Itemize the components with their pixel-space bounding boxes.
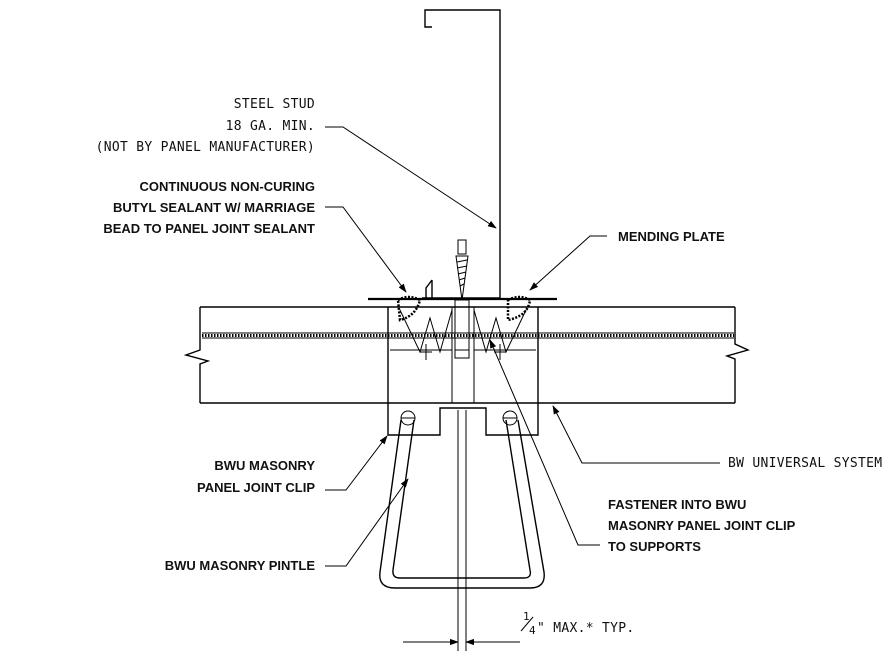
label-butyl: CONTINUOUS NON-CURING BUTYL SEALANT W/ M…: [103, 179, 315, 236]
label-butyl-line3: BEAD TO PANEL JOINT SEALANT: [103, 221, 315, 236]
label-panel: BW UNIVERSAL SYSTEM PANEL: [728, 456, 890, 471]
label-mending-plate: MENDING PLATE: [618, 229, 725, 244]
dim-text: " MAX.* TYP.: [537, 621, 635, 636]
label-clip-line1: BWU MASONRY: [214, 458, 315, 473]
label-dimension: 1 4 " MAX.* TYP.: [520, 610, 635, 637]
steel-stud: [422, 9, 501, 299]
label-butyl-line1: CONTINUOUS NON-CURING: [140, 179, 316, 194]
joint-cavity: [387, 307, 539, 403]
butyl-sealant-bead: [396, 295, 532, 322]
label-fastener-line2: MASONRY PANEL JOINT CLIP: [608, 518, 796, 533]
screw: [454, 239, 470, 359]
leader-lines: [325, 126, 720, 567]
dim-fraction-numerator: 1: [523, 610, 530, 623]
label-clip: BWU MASONRY PANEL JOINT CLIP: [197, 458, 315, 495]
panel-joint-sealant: [202, 332, 734, 339]
dim-fraction-denominator: 4: [529, 624, 536, 637]
panel-joint-clip: [387, 403, 539, 436]
label-butyl-line2: BUTYL SEALANT W/ MARRIAGE: [113, 200, 315, 215]
label-fastener-line3: TO SUPPORTS: [608, 539, 701, 554]
masonry-pintle: [379, 419, 545, 589]
label-clip-line2: PANEL JOINT CLIP: [197, 480, 315, 495]
panel-body: [183, 306, 751, 404]
label-fastener-line1: FASTENER INTO BWU: [608, 497, 746, 512]
label-pintle: BWU MASONRY PINTLE: [165, 558, 316, 573]
anchor-rod: [457, 410, 467, 651]
label-steel-stud-line1: STEEL STUD: [234, 97, 315, 112]
label-steel-stud-line2: 18 GA. MIN.: [226, 119, 315, 134]
label-steel-stud: STEEL STUD 18 GA. MIN. (NOT BY PANEL MAN…: [96, 97, 315, 155]
label-fastener: FASTENER INTO BWU MASONRY PANEL JOINT CL…: [608, 497, 796, 554]
label-steel-stud-line3: (NOT BY PANEL MANUFACTURER): [96, 140, 315, 155]
